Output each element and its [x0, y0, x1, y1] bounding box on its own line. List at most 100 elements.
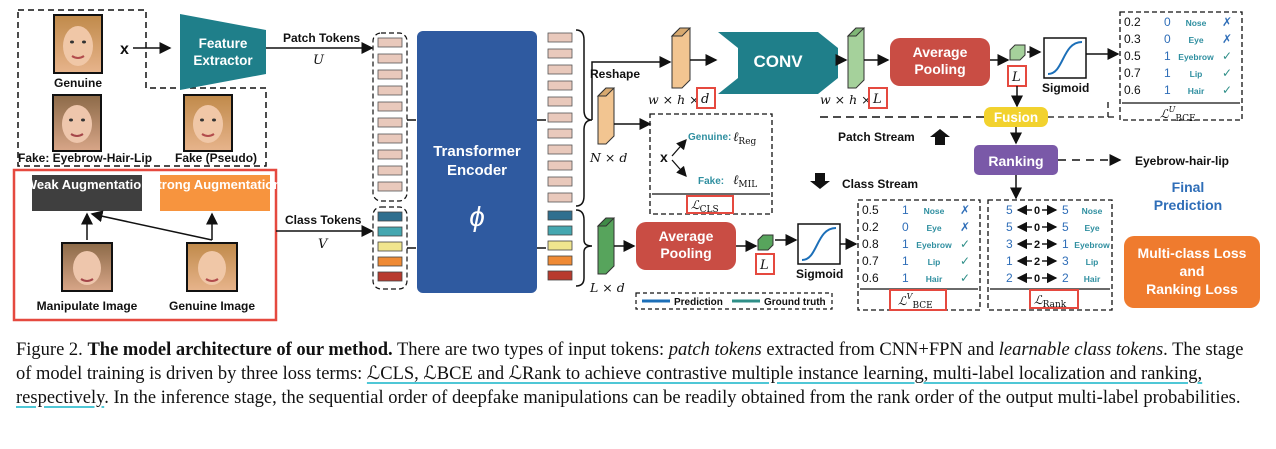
patch-token-stack	[372, 32, 408, 202]
table-rank-mid: 0	[1034, 205, 1040, 217]
conv-block: CONV	[718, 32, 838, 94]
table-u-gt: 0	[1164, 15, 1171, 29]
table-u-gt: 1	[1164, 66, 1171, 80]
caption-highlight: ℒCLS, ℒBCE and ℒRank to achieve contrast…	[16, 364, 1203, 408]
nd-block	[596, 87, 616, 145]
patch-stream-label: Patch Stream	[838, 130, 915, 144]
output-patch-token	[547, 128, 573, 139]
patch-token	[377, 165, 403, 176]
weak-augmentation: Weak Augmentation	[25, 177, 149, 192]
table-v-prob: 0.7	[862, 254, 879, 268]
table-v-mark: ✓	[960, 237, 970, 251]
fake-label: Fake: Eyebrow-Hair-Lip	[18, 151, 152, 165]
table-rank-mid: 0	[1034, 273, 1040, 285]
output-patch-token	[547, 32, 573, 43]
table-u-mark: ✗	[1222, 32, 1232, 46]
legend: Prediction Ground truth	[635, 292, 833, 310]
genuine-photo	[53, 14, 103, 74]
table-rank-part: Eyebrow	[1074, 240, 1110, 250]
patch-token	[377, 53, 403, 64]
x-input-symbol: x	[120, 41, 129, 58]
cls-x: x	[660, 149, 668, 165]
fusion-block: Fusion	[984, 107, 1048, 127]
output-patch-token	[547, 64, 573, 75]
output-patch-token	[547, 112, 573, 123]
cls-mil: ℓMIL	[733, 173, 757, 190]
caption-class-tokens: learnable class tokens	[998, 340, 1164, 360]
table-rank-mid: 2	[1034, 256, 1040, 268]
table-u-part: Eyebrow	[1178, 52, 1214, 62]
table-u-prob: 0.7	[1124, 66, 1141, 80]
table-v-prob: 0.8	[862, 237, 879, 251]
genuine-image-label: Genuine Image	[169, 299, 255, 313]
class-stream-arrow-icon	[810, 173, 830, 189]
table-rank-b: 5	[1062, 220, 1069, 234]
sigmoid-top	[1043, 37, 1087, 79]
output-patch-token	[547, 48, 573, 59]
table-v-gt: 1	[902, 237, 909, 251]
table-u-prob: 0.6	[1124, 83, 1141, 97]
reshape-label: Reshape	[590, 67, 640, 81]
class-tokens-label: Class Tokens	[285, 213, 362, 227]
table-u-gt: 0	[1164, 32, 1171, 46]
conv-label: CONV	[753, 52, 803, 71]
table-u-gt: 1	[1164, 83, 1171, 97]
table-rank-mid: 2	[1034, 239, 1040, 251]
table-rank-part: Eye	[1084, 223, 1099, 233]
cls-genuine: Genuine:	[688, 132, 731, 143]
eyebrow-hair-lip-output: Eyebrow-hair-lip	[1135, 154, 1229, 168]
caption-figno: Figure 2.	[16, 340, 83, 360]
class-stream-label: Class Stream	[842, 177, 918, 191]
patch-token	[377, 133, 403, 144]
table-rank-a: 1	[1006, 254, 1013, 268]
strong-augmentation: Strong Augmentation	[149, 177, 281, 192]
manipulate-image-label: Manipulate Image	[37, 299, 138, 313]
l-symbol-3: L	[759, 258, 769, 273]
patch-token	[377, 181, 403, 192]
patch-token	[377, 37, 403, 48]
table-u-part: Hair	[1188, 86, 1205, 96]
table-v-part: Eyebrow	[916, 240, 952, 250]
table-v-part: Hair	[926, 274, 943, 284]
caption-text-1: There are two types of input tokens:	[392, 340, 669, 360]
cls-fake: Fake:	[698, 176, 724, 187]
sigmoid-bottom	[797, 223, 841, 265]
l-symbol-2: L	[1011, 70, 1021, 85]
table-v-loss: ℒVBCE	[898, 292, 933, 311]
whl-dims: w × h ×	[820, 92, 872, 107]
output-class-tokens	[547, 210, 573, 281]
table-v-prob: 0.6	[862, 271, 879, 285]
table-rank-b: 1	[1062, 237, 1069, 251]
augmentation-panel: Weak Augmentation Strong Augmentation Ma…	[12, 168, 281, 322]
output-patch-token	[547, 144, 573, 155]
table-rank-a: 2	[1006, 271, 1013, 285]
table-rank-b: 2	[1062, 271, 1069, 285]
table-rank-b: 3	[1062, 254, 1069, 268]
table-u-loss: ℒUBCE	[1160, 105, 1196, 124]
caption-bold: The model architecture of our method.	[87, 340, 393, 360]
table-u-mark: ✓	[1222, 83, 1232, 97]
input-panel: Genuine Fake: Eyebrow-Hair-Lip Fake (Pse…	[17, 9, 267, 167]
ranking-label: Ranking	[988, 153, 1043, 169]
output-patch-tokens	[547, 32, 573, 203]
fake-pseudo-label: Fake (Pseudo)	[175, 151, 257, 165]
sigmoid-top-label: Sigmoid	[1042, 81, 1089, 95]
table-rank-mid: 0	[1034, 222, 1040, 234]
table-v-part: Lip	[928, 257, 941, 267]
ld-dims: L × d	[589, 280, 625, 295]
table-rank-mid-bg	[1032, 237, 1042, 249]
table-u-prob: 0.2	[1124, 15, 1141, 29]
table-rank-a: 5	[1006, 220, 1013, 234]
table-u-part: Lip	[1190, 69, 1203, 79]
table-u-gt: 1	[1164, 49, 1171, 63]
table-rank-a: 5	[1006, 203, 1013, 217]
table-v-gt: 1	[902, 271, 909, 285]
genuine-label: Genuine	[54, 76, 102, 90]
